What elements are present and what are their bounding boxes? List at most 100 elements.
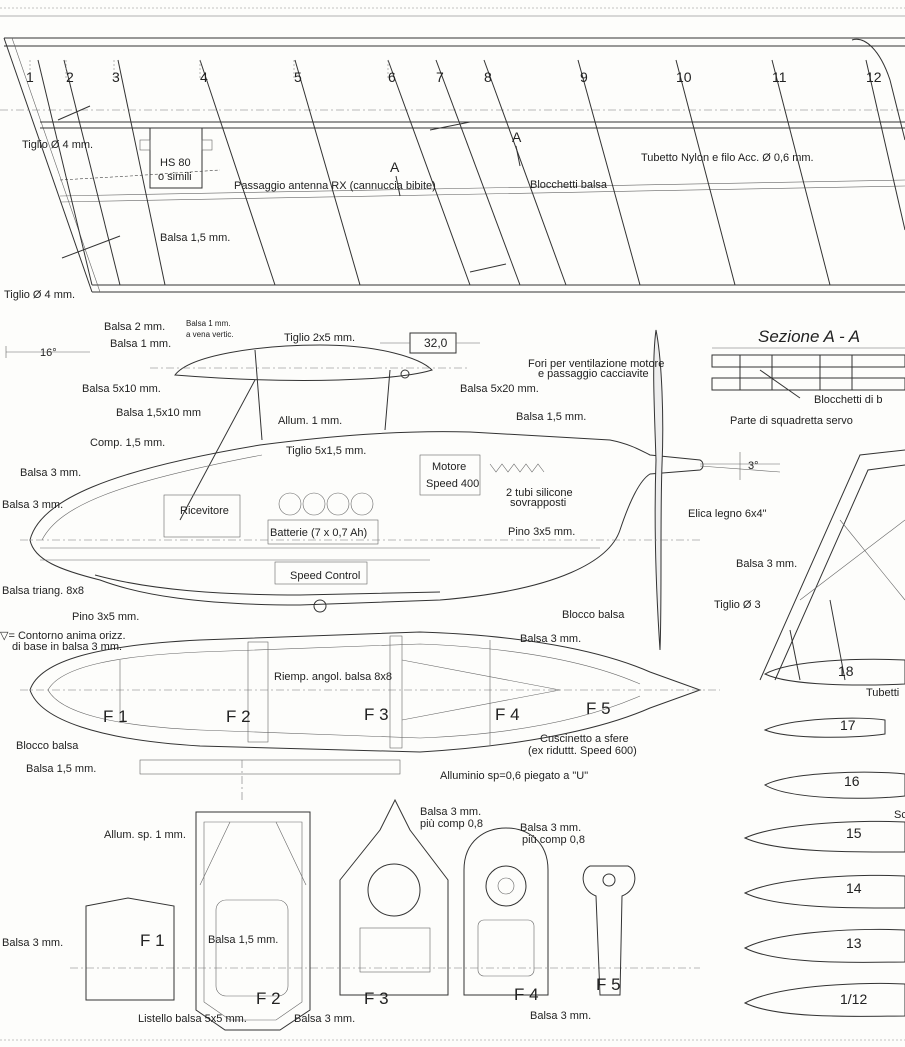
station-11: 11 bbox=[772, 69, 787, 85]
speed-control-label: Speed Control bbox=[290, 570, 360, 582]
comp-15-label: Comp. 1,5 mm. bbox=[90, 437, 165, 449]
antenna-label: Passaggio antenna RX (cannuccia bibite) bbox=[234, 180, 436, 192]
station-2: 2 bbox=[66, 69, 74, 85]
f3-note: Balsa 3 mm. bbox=[420, 806, 481, 818]
formers-balsa-3-left: Balsa 3 mm. bbox=[2, 937, 63, 949]
former-f3: F 3 bbox=[364, 989, 389, 1008]
tail-tiglio-label: Tiglio Ø 3 bbox=[714, 599, 761, 611]
balsa-15-side-label: Balsa 1,5 mm. bbox=[516, 411, 586, 423]
former-f5: F 5 bbox=[596, 975, 621, 994]
fuselage-side-view bbox=[20, 329, 781, 651]
station-12: 12 bbox=[866, 69, 882, 85]
side-view-labels: 32,0 3° Balsa 2 mm. Balsa 1 mm. Balsa 1 … bbox=[2, 319, 767, 621]
formers-detail-labels: F 1 F 2 F 3 F 4 F 5 Allum. sp. 1 mm. Bal… bbox=[2, 806, 621, 1025]
section-aa-title: Sezione A - A bbox=[758, 327, 860, 346]
tail-tubetti-label: Tubetti bbox=[866, 687, 899, 699]
top-f5: F 5 bbox=[586, 699, 611, 718]
tiglio-5x15-label: Tiglio 5x1,5 mm. bbox=[286, 445, 366, 457]
station-9: 9 bbox=[580, 69, 588, 85]
station-6: 6 bbox=[388, 69, 396, 85]
section-marker-a-right: A bbox=[512, 129, 522, 145]
formers-balsa-15-label: Balsa 1,5 mm. bbox=[208, 934, 278, 946]
section-aa: Sezione A - A Blocchetti di b Parte di s… bbox=[711, 327, 905, 427]
f4-note: Balsa 3 mm. bbox=[520, 822, 581, 834]
station-8: 8 bbox=[484, 69, 492, 85]
tubi-label: 2 tubi silicone bbox=[506, 487, 573, 499]
top-balsa-3-label: Balsa 3 mm. bbox=[520, 633, 581, 645]
former-f4: F 4 bbox=[514, 985, 539, 1004]
balsa-15-wing-label: Balsa 1,5 mm. bbox=[160, 232, 230, 244]
elica-label: Elica legno 6x4" bbox=[688, 508, 767, 520]
tiglio-top-label: Tiglio Ø 4 mm. bbox=[22, 139, 93, 151]
tiglio-2x5-label: Tiglio 2x5 mm. bbox=[284, 332, 355, 344]
top-balsa-15-label: Balsa 1,5 mm. bbox=[26, 763, 96, 775]
f3-note-2: più comp 0,8 bbox=[420, 818, 483, 830]
tail-rib-14: 14 bbox=[846, 880, 862, 896]
formers-balsa-3-bottom-2: Balsa 3 mm. bbox=[530, 1010, 591, 1022]
former-f2: F 2 bbox=[256, 989, 281, 1008]
tail-rib-13: 13 bbox=[846, 935, 862, 951]
section-aa-squadretta: Parte di squadretta servo bbox=[730, 415, 853, 427]
ricevitore-label: Ricevitore bbox=[180, 505, 229, 517]
balsa-5x10-label: Balsa 5x10 mm. bbox=[82, 383, 161, 395]
cuscinetto-label: Cuscinetto a sfere bbox=[540, 733, 629, 745]
station-7: 7 bbox=[436, 69, 444, 85]
pino-side-label: Pino 3x5 mm. bbox=[508, 526, 575, 538]
top-f4: F 4 bbox=[495, 705, 520, 724]
triang-label: Balsa triang. 8x8 bbox=[2, 585, 84, 597]
allum-1-label: Allum. 1 mm. bbox=[278, 415, 342, 427]
fuselage-top-view bbox=[20, 631, 720, 800]
speed400-label: Speed 400 bbox=[426, 478, 479, 490]
section-marker-a-left: A bbox=[390, 159, 400, 175]
tail-sc-label: Sc bbox=[894, 809, 905, 821]
station-5: 5 bbox=[294, 69, 302, 85]
thrust-angle: 3° bbox=[748, 460, 759, 472]
riemp-label: Riemp. angol. balsa 8x8 bbox=[274, 671, 392, 683]
tubi-label-2: sovrapposti bbox=[510, 497, 566, 509]
alluminio-label: Alluminio sp=0,6 piegato a "U" bbox=[440, 770, 588, 782]
balsa-3-b-label: Balsa 3 mm. bbox=[2, 499, 63, 511]
motore-label: Motore bbox=[432, 461, 466, 473]
f4-note-2: più comp 0,8 bbox=[522, 834, 585, 846]
tail-structure: Balsa 3 mm. Tiglio Ø 3 Tubetti Sc bbox=[714, 449, 905, 821]
station-1: 1 bbox=[26, 69, 34, 85]
contorno-label-2: di base in balsa 3 mm. bbox=[12, 641, 122, 653]
formers-detail bbox=[70, 798, 700, 1031]
fori-label: Fori per ventilazione motore bbox=[528, 358, 664, 370]
tail-rib-16: 16 bbox=[844, 773, 860, 789]
listello-label: Listello balsa 5x5 mm. bbox=[138, 1013, 247, 1025]
contorno-label: ▽= Contorno anima orizz. bbox=[0, 630, 126, 642]
tiglio-bottom-label: Tiglio Ø 4 mm. bbox=[4, 289, 75, 301]
top-f2: F 2 bbox=[226, 707, 251, 726]
servo-label-2: o simili bbox=[158, 171, 192, 183]
balsa-1-vena-label: Balsa 1 mm. bbox=[186, 319, 230, 328]
station-10: 10 bbox=[676, 69, 692, 85]
fori-label-2: e passaggio cacciavite bbox=[538, 368, 649, 380]
dimension-32: 32,0 bbox=[424, 336, 448, 350]
tail-ribs: 18 17 16 15 14 13 1/12 bbox=[743, 658, 905, 1017]
servo-label: HS 80 bbox=[160, 157, 191, 169]
formers-balsa-3-bottom: Balsa 3 mm. bbox=[294, 1013, 355, 1025]
wing-station-numbers: 1 2 3 4 5 6 7 8 9 10 11 12 bbox=[26, 69, 882, 85]
balsa-2-label: Balsa 2 mm. bbox=[104, 321, 165, 333]
station-4: 4 bbox=[200, 69, 208, 85]
tail-rib-17: 17 bbox=[840, 717, 856, 733]
balsa-1-vena-label-2: a vena vertic. bbox=[186, 330, 234, 339]
top-f1: F 1 bbox=[103, 707, 128, 726]
top-view-labels: F 1 F 2 F 3 F 4 F 5 Pino 3x5 mm. ▽= Cont… bbox=[0, 611, 637, 782]
pino-label: Pino 3x5 mm. bbox=[72, 611, 139, 623]
section-aa-blocchetti: Blocchetti di b bbox=[814, 394, 882, 406]
blocco-label: Blocco balsa bbox=[16, 740, 79, 752]
batterie-label: Batterie (7 x 0,7 Ah) bbox=[270, 527, 367, 539]
balsa-1-label: Balsa 1 mm. bbox=[110, 338, 171, 350]
top-f3: F 3 bbox=[364, 705, 389, 724]
blocco-side-label: Blocco balsa bbox=[562, 609, 625, 621]
blocchetti-label: Blocchetti balsa bbox=[530, 179, 608, 191]
tail-rib-18: 18 bbox=[838, 663, 854, 679]
tail-rib-15: 15 bbox=[846, 825, 862, 841]
dihedral-label: 16° bbox=[40, 347, 57, 359]
wing-plan-view bbox=[0, 37, 905, 293]
balsa-15x10-label: Balsa 1,5x10 mm bbox=[116, 407, 201, 419]
allum-label: Allum. sp. 1 mm. bbox=[104, 829, 186, 841]
